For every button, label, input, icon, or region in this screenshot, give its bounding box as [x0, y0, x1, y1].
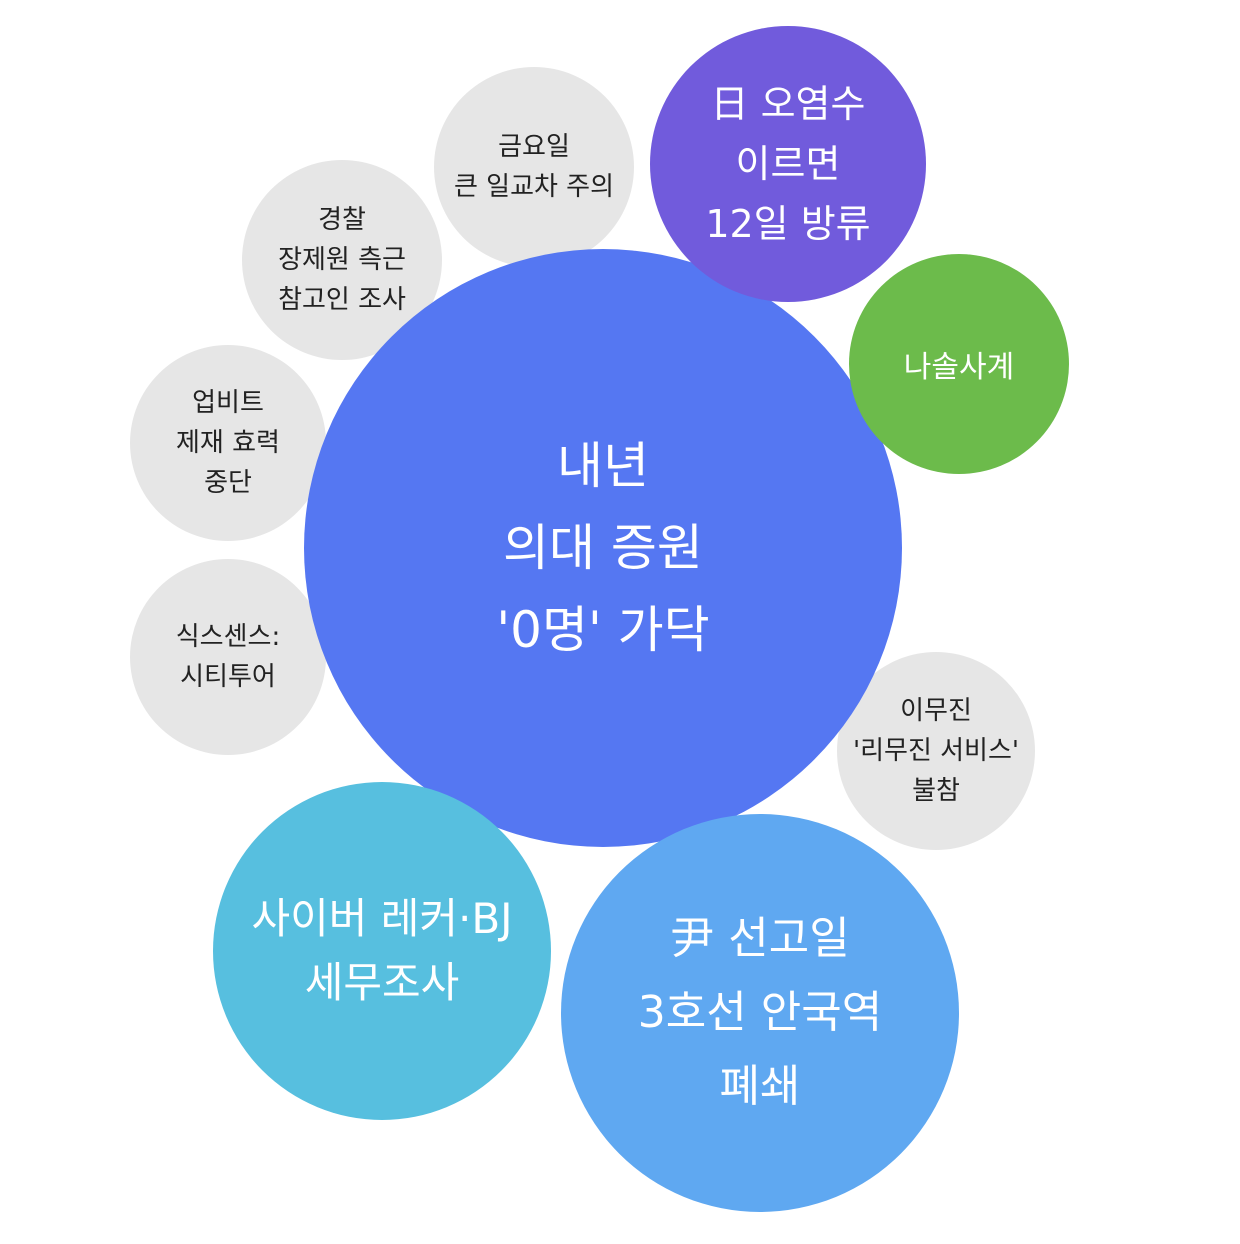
bubble-sixth-label: 식스센스: 시티투어 — [176, 617, 280, 697]
bubble-main-line-3: '0명' 가닥 — [496, 601, 710, 659]
bubble-main-line-1: 내년 — [556, 437, 649, 495]
bubble-lee-mujin[interactable]: 이무진 '리무진 서비스' 불참 — [837, 652, 1035, 850]
bubble-cyber-label: 사이버 레커·BJ 세무조사 — [251, 887, 512, 1015]
bubble-anguk-label: 尹 선고일 3호선 안국역 폐쇄 — [638, 902, 882, 1124]
bubble-fukushima-label: 日 오염수 이르면 12일 방류 — [705, 74, 870, 254]
bubble-fukushima-water[interactable]: 日 오염수 이르면 12일 방류 — [650, 26, 926, 302]
bubble-upbit-line-1: 업비트 — [192, 388, 264, 418]
bubble-anguk-line-2: 3호선 안국역 — [637, 987, 883, 1038]
bubble-fukushima-line-3: 12일 방류 — [705, 202, 871, 246]
bubble-lee-line-3: 불참 — [912, 776, 960, 806]
bubble-friday-label: 금요일 큰 일교차 주의 — [454, 127, 614, 207]
bubble-main-line-2: 의대 증원 — [503, 519, 703, 577]
bubble-police-label: 경찰 장제원 측근 참고인 조사 — [278, 200, 406, 320]
bubble-lee-line-2: '리무진 서비스' — [852, 736, 1020, 766]
bubble-friday-temperature[interactable]: 금요일 큰 일교차 주의 — [434, 67, 634, 267]
bubble-friday-line-1: 금요일 — [498, 132, 570, 162]
bubble-lee-label: 이무진 '리무진 서비스' 불참 — [853, 691, 1019, 811]
bubble-sixth-sense[interactable]: 식스센스: 시티투어 — [130, 559, 326, 755]
bubble-upbit-line-3: 중단 — [204, 468, 252, 498]
bubble-nasol-sagye[interactable]: 나솔사계 — [849, 254, 1069, 474]
bubble-friday-line-2: 큰 일교차 주의 — [453, 172, 615, 202]
bubble-upbit-label: 업비트 제재 효력 중단 — [176, 383, 280, 503]
bubble-sixth-line-2: 시티투어 — [180, 662, 276, 692]
bubble-nasol-label: 나솔사계 — [904, 342, 1014, 386]
bubble-cyber-line-2: 세무조사 — [304, 958, 460, 1007]
bubble-sixth-line-1: 식스센스: — [175, 622, 281, 652]
bubble-fukushima-line-1: 日 오염수 — [710, 82, 866, 126]
bubble-police-investigation[interactable]: 경찰 장제원 측근 참고인 조사 — [242, 160, 442, 360]
bubble-anguk-line-1: 尹 선고일 — [670, 913, 850, 964]
bubble-police-line-3: 참고인 조사 — [278, 285, 406, 315]
bubble-cyber-wrecker-tax[interactable]: 사이버 레커·BJ 세무조사 — [213, 782, 551, 1120]
bubble-cyber-line-1: 사이버 레커·BJ — [251, 894, 513, 943]
bubble-nasol-line-1: 나솔사계 — [903, 350, 1015, 385]
bubble-anguk-line-3: 폐쇄 — [719, 1061, 801, 1112]
bubble-anguk-station-closure[interactable]: 尹 선고일 3호선 안국역 폐쇄 — [561, 814, 959, 1212]
bubble-lee-line-1: 이무진 — [900, 696, 972, 726]
bubble-upbit-sanction[interactable]: 업비트 제재 효력 중단 — [130, 345, 326, 541]
bubble-police-line-2: 장제원 측근 — [278, 245, 406, 275]
bubble-upbit-line-2: 제재 효력 — [176, 428, 280, 458]
bubble-police-line-1: 경찰 — [318, 205, 366, 235]
bubble-fukushima-line-2: 이르면 — [735, 142, 841, 186]
bubble-main-label: 내년 의대 증원 '0명' 가닥 — [496, 425, 709, 671]
bubble-main-medical-quota[interactable]: 내년 의대 증원 '0명' 가닥 — [304, 249, 902, 847]
